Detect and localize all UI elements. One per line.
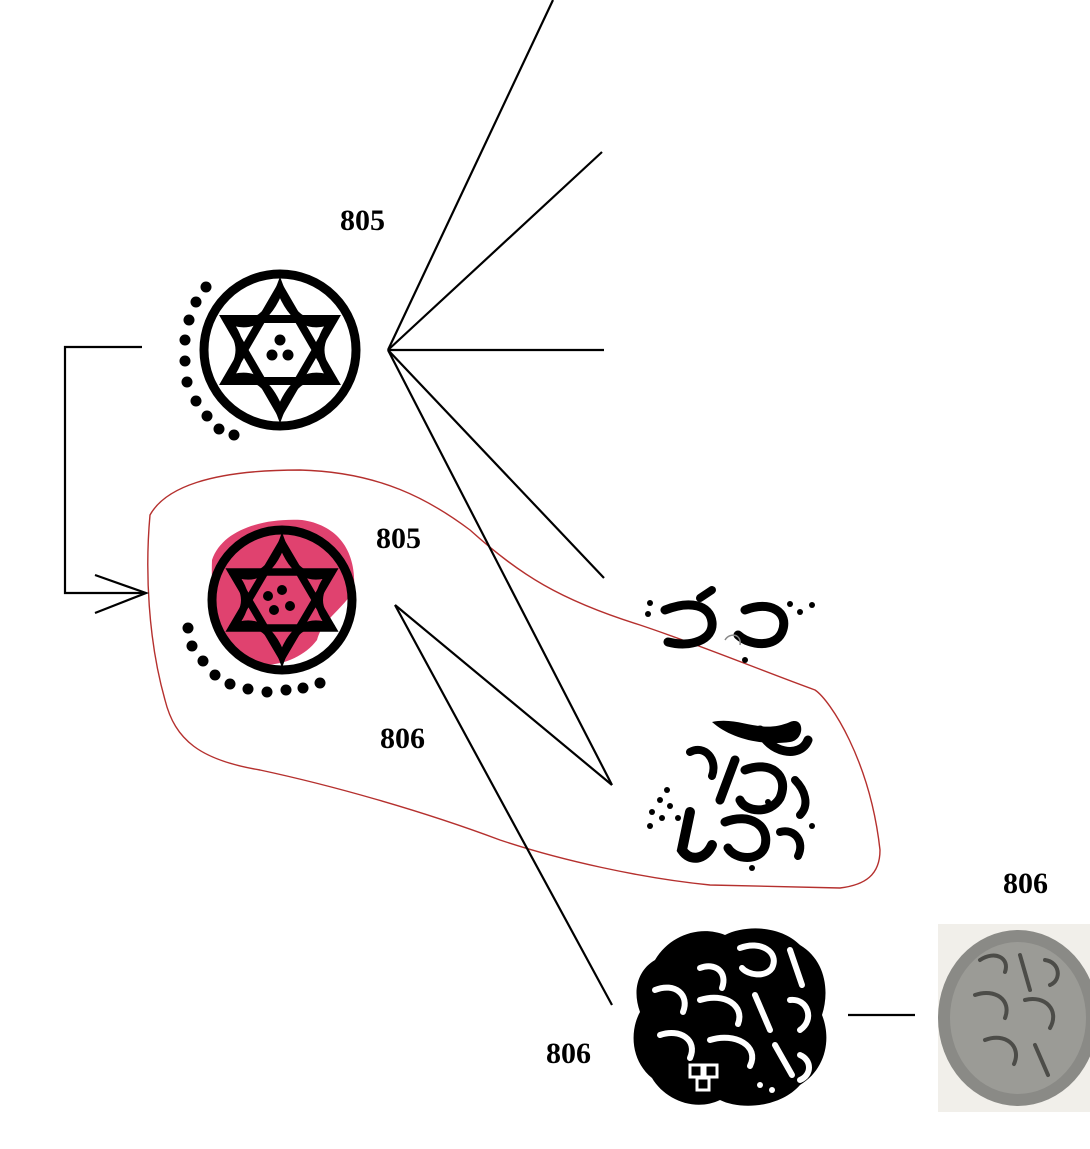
lower-stamp-label: 805 bbox=[376, 522, 421, 555]
script-fragment-small bbox=[645, 586, 815, 663]
grouping-outline bbox=[147, 469, 881, 889]
hexagram-stamp-icon bbox=[199, 269, 361, 431]
arrow-head bbox=[94, 573, 150, 615]
upper-stamp-label: 805 bbox=[340, 204, 385, 237]
upper-branch-lines bbox=[387, 0, 613, 786]
coin-drawing-label: 806 bbox=[546, 1037, 591, 1070]
upper-stamp-dots bbox=[179, 281, 240, 441]
bracket-line bbox=[63, 345, 145, 595]
calligraphy-coin-icon bbox=[633, 928, 827, 1106]
coin-photo-label: 806 bbox=[1003, 867, 1048, 900]
coin-photo-icon bbox=[938, 924, 1090, 1112]
script-fragment-large bbox=[647, 720, 815, 871]
lower-branch-lines bbox=[394, 604, 613, 1006]
lower-stamp-dots bbox=[182, 622, 326, 698]
hexagram-stamp-highlighted-icon bbox=[207, 519, 357, 675]
lower-stamp-branch-label: 806 bbox=[380, 722, 425, 755]
